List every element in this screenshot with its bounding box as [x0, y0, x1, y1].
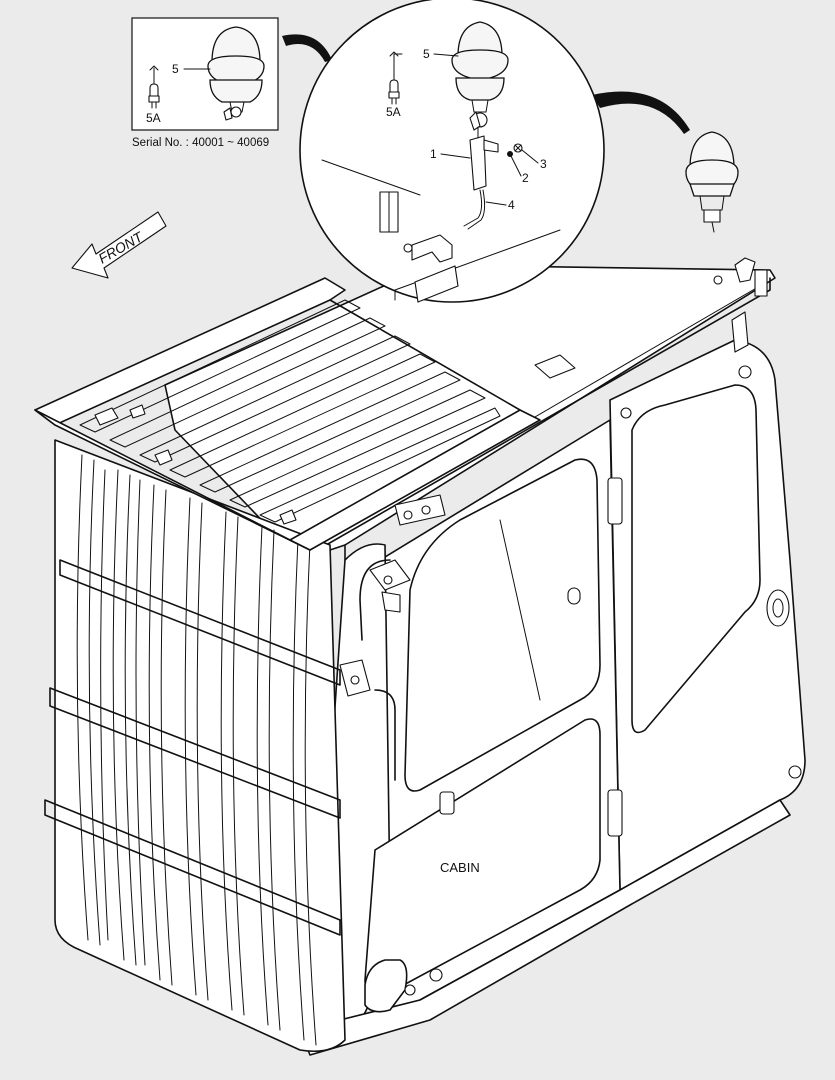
detail-callout-5: 5: [423, 47, 430, 61]
side-lock: [620, 365, 802, 779]
bolt-lower-2: [429, 968, 443, 982]
inset-arrow: [282, 34, 332, 62]
callout-2: 2: [522, 171, 529, 185]
grab-handle-upper[interactable]: [359, 559, 391, 641]
callout-3: 3: [540, 157, 547, 171]
washer-part-2: [507, 151, 513, 157]
step-handle: [364, 959, 408, 1013]
callout-4: 4: [508, 198, 515, 212]
door-handle[interactable]: [439, 791, 455, 815]
cabin-roof: [164, 257, 776, 561]
bolt-lower: [404, 984, 416, 996]
door-latch: [567, 587, 581, 605]
detail-circle: 5 5A 1 2 3 4: [299, 0, 605, 303]
front-arrow-icon: FRONT: [71, 211, 167, 279]
serial-number-label: Serial No. : 40001 ~ 40069: [132, 137, 269, 149]
top-guard: [34, 277, 541, 697]
bracket-part-1: [469, 135, 487, 191]
serial-variant-inset: 5 5A Serial No. : 40001 ~ 40069: [131, 17, 279, 149]
door-window-reflection: [499, 519, 541, 701]
front-label: FRONT: [96, 228, 147, 267]
roof-beacon-lamp[interactable]: [685, 131, 739, 233]
callout-1: 1: [430, 147, 437, 161]
front-guard: [44, 439, 346, 1053]
bolt-part-3: [513, 143, 523, 153]
bulb-icon-detail: [388, 51, 403, 105]
door-window: [404, 458, 601, 792]
inset-callout-5: 5: [172, 62, 179, 76]
door-hinges: [607, 477, 623, 837]
side-window: [631, 384, 761, 734]
detail-arrow: [592, 91, 690, 134]
detail-bulb-label: 5A: [386, 105, 401, 119]
inset-bulb-label: 5A: [146, 111, 161, 125]
bulb-icon: [148, 65, 160, 109]
cabin-label: CABIN: [440, 860, 480, 875]
grab-handle-lower[interactable]: [374, 689, 396, 781]
wire-part-4: [463, 189, 483, 227]
